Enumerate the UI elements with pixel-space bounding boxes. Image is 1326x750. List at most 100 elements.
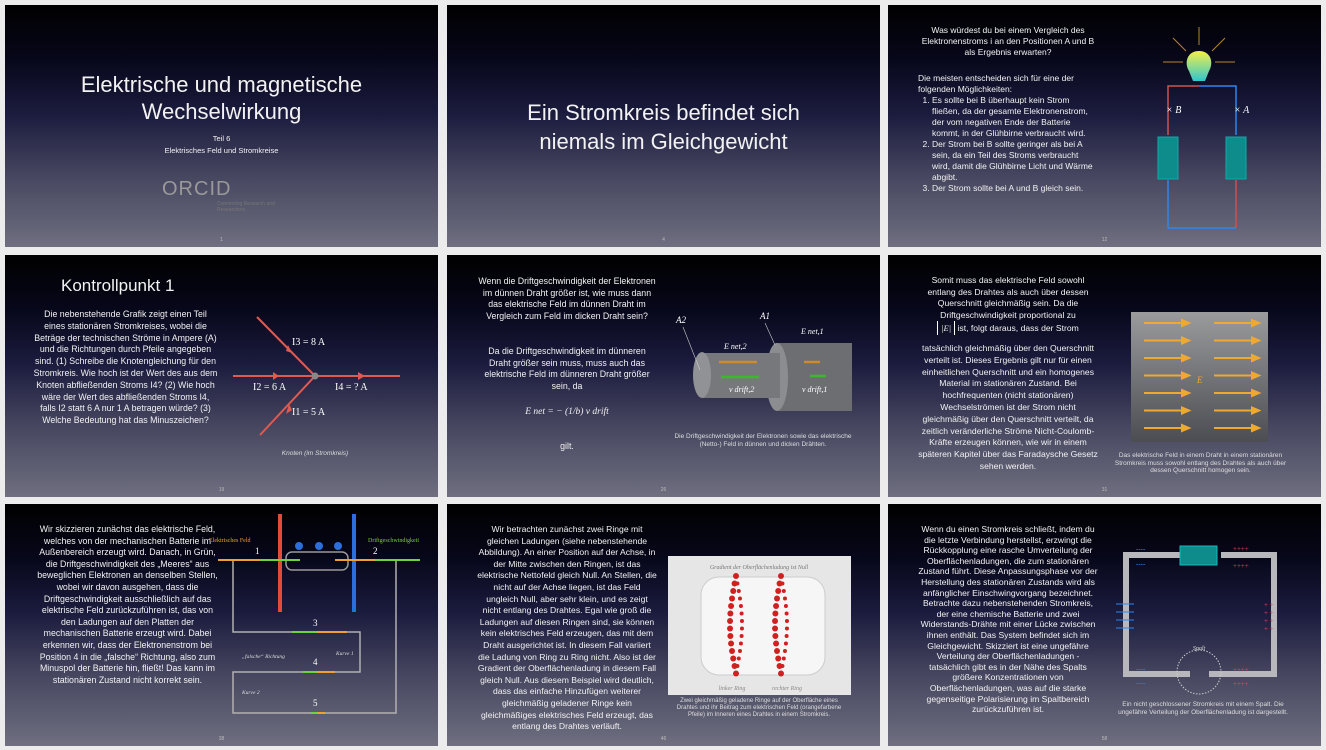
svg-text:+ +: + +	[1264, 601, 1274, 609]
slide-thumbnail-1[interactable]: Elektrische und magnetische Wechselwirku…	[5, 5, 438, 247]
left-ring-label: linker Ring	[719, 686, 746, 692]
arrow-head	[1251, 388, 1262, 398]
charge-bead	[737, 649, 742, 653]
position-b-label: × B	[1166, 105, 1181, 116]
charge-bead	[736, 656, 741, 661]
slide-thumbnail-46[interactable]: Wir betrachten zunächst zwei Ringe mit g…	[447, 504, 880, 746]
svg-text:+ +: + +	[1264, 617, 1274, 625]
charge-bead	[783, 604, 788, 608]
position-label: 3	[313, 618, 318, 628]
arrow-head	[1251, 405, 1262, 416]
position-label: 2	[373, 546, 378, 556]
field-enet2-label: E net,2	[723, 342, 747, 351]
node-dot	[311, 372, 319, 380]
position-label: 5	[313, 698, 318, 708]
slide-thumbnail-26[interactable]: Wenn die Driftgeschwindigkeit der Elektr…	[447, 255, 880, 497]
area-a2-label: A2	[675, 315, 686, 325]
charge-bead	[735, 581, 740, 586]
bulb-circuit-diagram: × B × A	[1157, 27, 1250, 229]
charge-bead	[774, 595, 781, 602]
field-arrows	[1144, 318, 1262, 433]
slide-number: 1	[220, 237, 223, 243]
slide-number: 46	[660, 736, 667, 742]
options-list: Es sollte bei B überhaupt kein Strom fli…	[918, 95, 1098, 194]
slide-thumbnail-19[interactable]: Kontrollpunkt 1 Die nebenstehende Grafik…	[5, 255, 438, 497]
slide-thumbnail-58[interactable]: Wenn du einen Stromkreis schließt, indem…	[888, 504, 1321, 746]
slide-number: 4	[662, 237, 665, 243]
slide-text-part3: tatsächlich gleichmäßig über den Quersch…	[918, 343, 1098, 471]
figure-caption: Knoten (im Stromkreis)	[281, 450, 349, 457]
arrow-head	[1181, 335, 1192, 346]
charge-bead	[772, 610, 779, 617]
charge-bead	[773, 603, 780, 609]
right-ring-label: rechter Ring	[772, 686, 802, 692]
charge-bead	[730, 655, 737, 662]
arrow-head	[1181, 370, 1192, 381]
slide-title: Elektrische und magnetische Wechselwirku…	[80, 72, 363, 124]
charge-bead	[736, 589, 741, 593]
slide-number: 12	[1101, 237, 1108, 243]
charge-bead	[737, 596, 742, 601]
slide-thumbnail-4[interactable]: Ein Stromkreis befindet sich niemals im …	[447, 5, 880, 247]
uniform-field-diagram: E	[1131, 312, 1268, 442]
field-e-label: E	[1196, 375, 1203, 385]
slide-thumbnail-31[interactable]: Somit muss das elektrische Feld sowohl e…	[888, 255, 1321, 497]
plus-charges: ++++	[1233, 680, 1249, 688]
minus-charges: ----	[1136, 545, 1146, 553]
charge-bead	[784, 619, 789, 623]
position-label: 4	[313, 657, 318, 667]
charge-bead	[781, 589, 786, 593]
slide-subtitle: Elektrisches Feld und Stromkreise	[164, 146, 279, 155]
slide-thumbnail-38[interactable]: Wir skizzieren zunächst das elektrische …	[5, 504, 438, 746]
charge-bead	[731, 580, 738, 587]
charge-bead	[731, 663, 738, 669]
charge-bead	[779, 671, 783, 676]
slide-number: 19	[218, 487, 225, 493]
slide-number: 58	[1101, 736, 1108, 742]
minus-charges: ----	[1136, 679, 1146, 687]
plus-charges: ++++	[1233, 562, 1249, 570]
charge-bead	[735, 664, 740, 668]
slide-number: 38	[218, 736, 225, 742]
drift-formula: E net = − (1/b) v drift	[525, 407, 609, 417]
slide-question: Wenn die Driftgeschwindigkeit der Elektr…	[478, 276, 656, 321]
charge-bead	[772, 618, 779, 624]
abs-e-formula: |E|	[937, 321, 956, 335]
battery-icon	[1179, 545, 1218, 566]
charge-bead	[776, 663, 783, 669]
slide-thumbnail-12[interactable]: Was würdest du bei einem Vergleich des E…	[888, 5, 1321, 247]
wrong-direction-label: „falsche“ Richtung	[242, 653, 285, 660]
charge-bead	[728, 603, 735, 609]
slide-body: Die meisten entscheiden sich für eine de…	[918, 73, 1098, 194]
slide-number: 31	[1101, 487, 1108, 493]
field-enet1-label: E net,1	[800, 327, 824, 336]
charge-bead	[734, 671, 738, 676]
orcid-tagline: Connecting Research and Researchers	[217, 201, 275, 213]
slide-text-part1: Somit muss das elektrische Feld sowohl e…	[927, 275, 1089, 320]
charged-rings-diagram: Gradient der Oberflächenladung ist Null …	[668, 556, 851, 695]
charge-bead	[782, 596, 787, 601]
charge-bead	[775, 655, 782, 662]
charge-bead	[739, 634, 744, 638]
gap-label: Spalt	[1193, 646, 1206, 652]
drift-v2-label: v drift,2	[729, 385, 754, 394]
charge-bead	[727, 618, 734, 624]
charge-bead	[781, 656, 786, 661]
battery-icon	[1225, 136, 1247, 180]
legend-electric-field: Elektrisches Feld	[209, 538, 251, 544]
charge-bead	[727, 625, 734, 632]
charge-bead	[774, 648, 781, 654]
gradient-title: Gradient der Oberflächenladung ist Null	[710, 564, 809, 571]
plus-charges: ++++	[1233, 666, 1249, 674]
position-label: 1	[255, 546, 260, 556]
charge-bead	[727, 610, 734, 617]
positive-plate	[278, 514, 282, 612]
arrow-head	[1181, 405, 1192, 416]
charge-bead	[739, 619, 744, 623]
charge-bead	[783, 641, 788, 646]
intro-text: Die meisten entscheiden sich für eine de…	[918, 73, 1074, 94]
slide-title: Kontrollpunkt 1	[61, 276, 175, 295]
charge-rings	[727, 573, 789, 677]
charge-bead	[776, 580, 783, 587]
battery-icon	[1157, 136, 1179, 180]
